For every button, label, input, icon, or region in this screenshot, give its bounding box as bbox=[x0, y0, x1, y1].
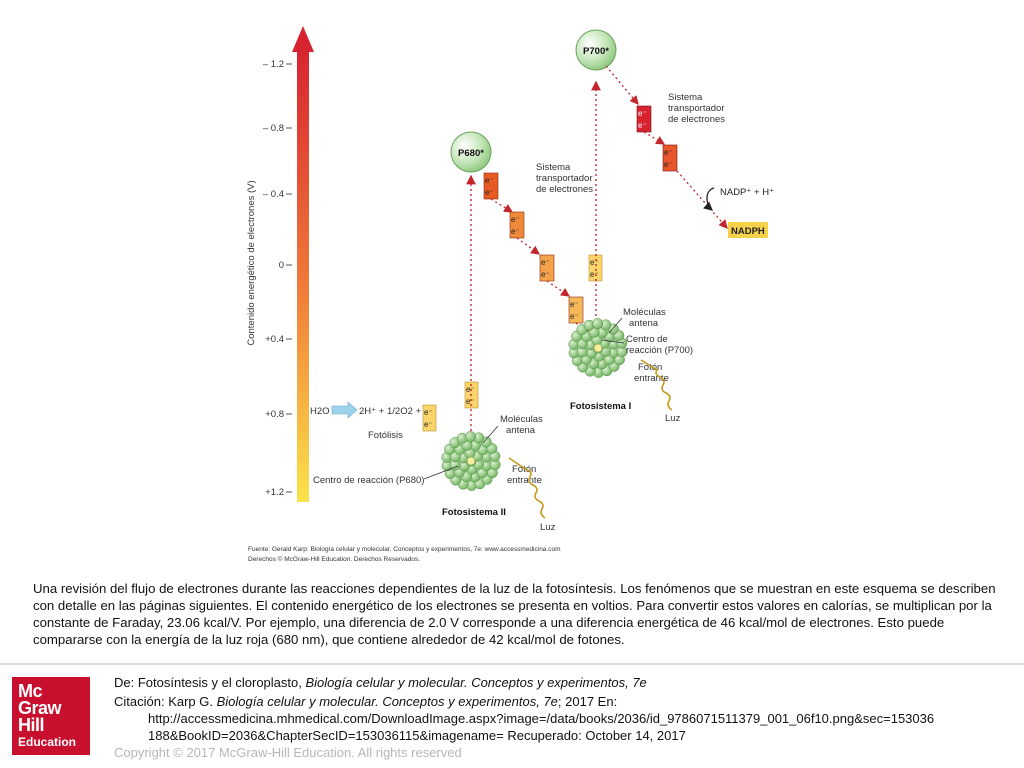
svg-text:Sistema: Sistema bbox=[668, 92, 703, 103]
ps2-transport-label: Sistema transportador de electrones bbox=[536, 162, 593, 195]
svg-text:entrante: entrante bbox=[634, 373, 669, 384]
svg-text:e⁻: e⁻ bbox=[424, 420, 433, 429]
ps1-labels: Moléculas antena Centro de reacción (P70… bbox=[570, 307, 693, 424]
nadp-label: NADP⁺ + H⁺ bbox=[720, 187, 774, 198]
antenna-bead bbox=[465, 431, 476, 443]
svg-text:Fotón: Fotón bbox=[512, 464, 536, 475]
citation-url[interactable]: http://accessmedicina.mhmedical.com/Down… bbox=[148, 711, 935, 726]
nadph-label: NADPH bbox=[731, 226, 765, 237]
svg-text:e⁻: e⁻ bbox=[541, 270, 550, 279]
svg-text:e⁻: e⁻ bbox=[424, 408, 433, 417]
svg-text:Derechos © McGraw-Hill Educati: Derechos © McGraw-Hill Education. Derech… bbox=[248, 555, 420, 563]
photosynthesis-diagram: – 1.2 – 0.8 – 0.4 0 +0.4 +0.8 +1.2 Conte… bbox=[240, 18, 785, 566]
svg-text:Fotón: Fotón bbox=[638, 362, 662, 373]
svg-text:Luz: Luz bbox=[540, 522, 556, 533]
ps2-transport-chain: e⁻ e⁻ e⁻ e⁻ e⁻ e⁻ e⁻ e⁻ bbox=[483, 172, 594, 337]
mcgraw-hill-logo: Mc Graw Hill Education bbox=[12, 677, 90, 755]
p680-star-sphere: P680* bbox=[450, 131, 492, 173]
citation-block: De: Fotosíntesis y el cloroplasto, Biolo… bbox=[114, 674, 1014, 744]
svg-text:P700*: P700* bbox=[583, 46, 609, 57]
svg-text:e⁻: e⁻ bbox=[541, 258, 550, 267]
ps1-antenna-cluster bbox=[568, 318, 628, 378]
svg-text:e⁻: e⁻ bbox=[485, 176, 494, 185]
svg-text:reacción (P700): reacción (P700) bbox=[626, 345, 693, 356]
svg-text:P680*: P680* bbox=[458, 148, 484, 159]
ps2-labels: Moléculas antena Centro de reacción (P68… bbox=[313, 414, 556, 533]
svg-text:de electrones: de electrones bbox=[536, 184, 593, 195]
section-divider bbox=[0, 663, 1024, 665]
tick-label: – 1.2 bbox=[263, 59, 284, 70]
tick-label: – 0.4 bbox=[263, 189, 284, 200]
ps1-photon-wave bbox=[640, 359, 673, 411]
svg-text:e⁻: e⁻ bbox=[466, 397, 475, 406]
svg-text:e⁻: e⁻ bbox=[485, 188, 494, 197]
photolysis-group: H2O 2H⁺ + 1/2O2 + Fotólisis bbox=[310, 401, 422, 441]
ps1-transport-chain: e⁻ e⁻ e⁻ e⁻ bbox=[605, 65, 728, 229]
svg-text:de electrones: de electrones bbox=[668, 114, 725, 125]
svg-text:Sistema: Sistema bbox=[536, 162, 571, 173]
p700-star-sphere: P700* bbox=[575, 29, 617, 71]
z-scheme-svg: – 1.2 – 0.8 – 0.4 0 +0.4 +0.8 +1.2 Conte… bbox=[246, 26, 774, 563]
axis-label: Contenido energético de electrones (V) bbox=[246, 180, 257, 345]
svg-text:entrante: entrante bbox=[507, 475, 542, 486]
svg-text:Centro de reacción (P680): Centro de reacción (P680) bbox=[313, 475, 424, 486]
svg-text:Moléculas: Moléculas bbox=[623, 307, 666, 318]
tick-label: +0.8 bbox=[265, 409, 284, 420]
reaction-center-core bbox=[593, 343, 603, 353]
svg-text:antena: antena bbox=[629, 318, 659, 329]
energy-axis-arrow bbox=[292, 26, 314, 502]
svg-text:e⁻: e⁻ bbox=[570, 312, 579, 321]
reaction-center-core bbox=[466, 456, 476, 466]
svg-text:Luz: Luz bbox=[665, 413, 681, 424]
copyright-notice: Copyright © 2017 McGraw-Hill Education. … bbox=[114, 745, 462, 760]
ps1-title: Fotosistema I bbox=[570, 401, 631, 412]
tick-label: – 0.8 bbox=[263, 123, 284, 134]
figure-source: Fuente: Gerald Karp: Biología celular y … bbox=[248, 546, 561, 563]
figure-caption: Una revisión del flujo de electrones dur… bbox=[33, 581, 996, 647]
citation-url-cont: 188&BookID=2036&ChapterSecID=153036115&i… bbox=[148, 728, 686, 743]
ps2-photon-wave bbox=[508, 457, 546, 519]
svg-text:e⁻: e⁻ bbox=[511, 227, 520, 236]
photolysis-label: Fotólisis bbox=[368, 430, 403, 441]
axis-ticks: – 1.2 – 0.8 – 0.4 0 +0.4 +0.8 +1.2 bbox=[263, 59, 292, 498]
svg-text:e⁻: e⁻ bbox=[664, 160, 673, 169]
svg-text:transportador: transportador bbox=[668, 103, 725, 114]
svg-text:antena: antena bbox=[506, 425, 536, 436]
nadp-reaction: NADP⁺ + H⁺ NADPH bbox=[703, 187, 774, 238]
nadph-box bbox=[728, 222, 768, 238]
svg-text:e⁻: e⁻ bbox=[511, 215, 520, 224]
svg-text:e⁻: e⁻ bbox=[664, 148, 673, 157]
ps1-transport-label: Sistema transportador de electrones bbox=[668, 92, 725, 125]
citation-ref: Citación: Karp G. Biología celular y mol… bbox=[114, 694, 618, 709]
svg-text:Fuente: Gerald Karp: Biología: Fuente: Gerald Karp: Biología celular y … bbox=[248, 546, 561, 553]
ps1-electron-box-upper: e⁻ e⁻ bbox=[588, 254, 603, 282]
ps2-title: Fotosistema II bbox=[442, 507, 506, 518]
tick-label: +1.2 bbox=[265, 487, 284, 498]
svg-text:Centro de: Centro de bbox=[626, 334, 668, 345]
ps2-electron-box-low: e⁻ e⁻ bbox=[422, 404, 437, 432]
svg-text:e⁻: e⁻ bbox=[570, 300, 579, 309]
svg-text:e⁻: e⁻ bbox=[590, 258, 599, 267]
ps2-antenna-cluster bbox=[441, 431, 501, 491]
svg-text:e⁻: e⁻ bbox=[638, 109, 647, 118]
products-label: 2H⁺ + 1/2O2 + bbox=[359, 406, 422, 417]
tick-label: 0 bbox=[279, 260, 284, 271]
svg-text:e⁻: e⁻ bbox=[638, 121, 647, 130]
antenna-bead bbox=[592, 318, 603, 330]
citation-from: De: Fotosíntesis y el cloroplasto, Biolo… bbox=[114, 675, 647, 690]
svg-text:Moléculas: Moléculas bbox=[500, 414, 543, 425]
water-label: H2O bbox=[310, 406, 330, 417]
svg-text:transportador: transportador bbox=[536, 173, 593, 184]
tick-label: +0.4 bbox=[265, 334, 284, 345]
svg-text:e⁻: e⁻ bbox=[590, 270, 599, 279]
